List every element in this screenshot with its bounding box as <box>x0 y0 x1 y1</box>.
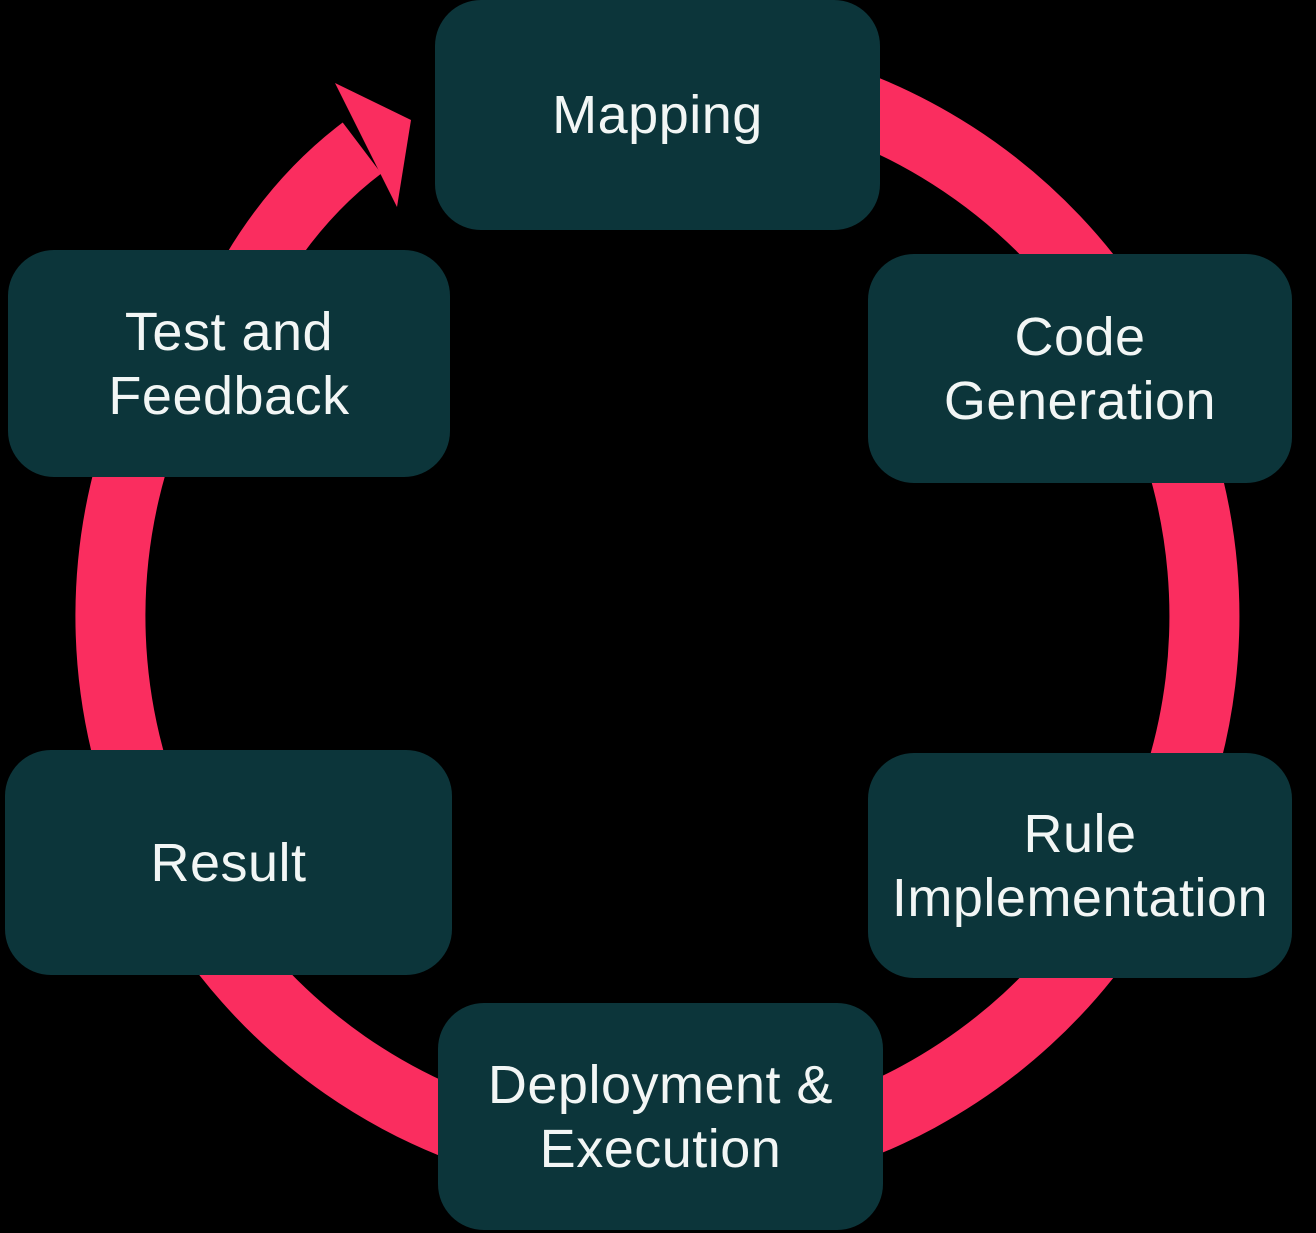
node-test-and-feedback-label-line2: Feedback <box>108 365 350 426</box>
node-rule-implementation-label: Rule <box>1023 803 1137 864</box>
cycle-arrowhead-icon <box>335 83 411 207</box>
node-result: Result <box>5 750 452 975</box>
node-result-label: Result <box>150 832 307 893</box>
node-code-generation-label: Code <box>1014 306 1146 367</box>
node-code-generation: Code Generation <box>868 254 1292 483</box>
node-test-and-feedback: Test and Feedback <box>8 250 450 477</box>
node-code-generation-label-line2: Generation <box>943 370 1217 431</box>
node-mapping-label: Mapping <box>552 85 763 145</box>
node-deployment-execution-label: Deployment & <box>487 1054 834 1115</box>
node-rule-implementation: Rule Implementation <box>868 753 1292 978</box>
node-mapping: Mapping <box>435 0 880 230</box>
node-deployment-execution-label-line2: Execution <box>539 1118 782 1179</box>
node-deployment-execution: Deployment & Execution <box>438 1003 883 1230</box>
node-rule-implementation-label-line2: Implementation <box>891 867 1269 928</box>
node-test-and-feedback-label: Test and <box>124 301 334 362</box>
